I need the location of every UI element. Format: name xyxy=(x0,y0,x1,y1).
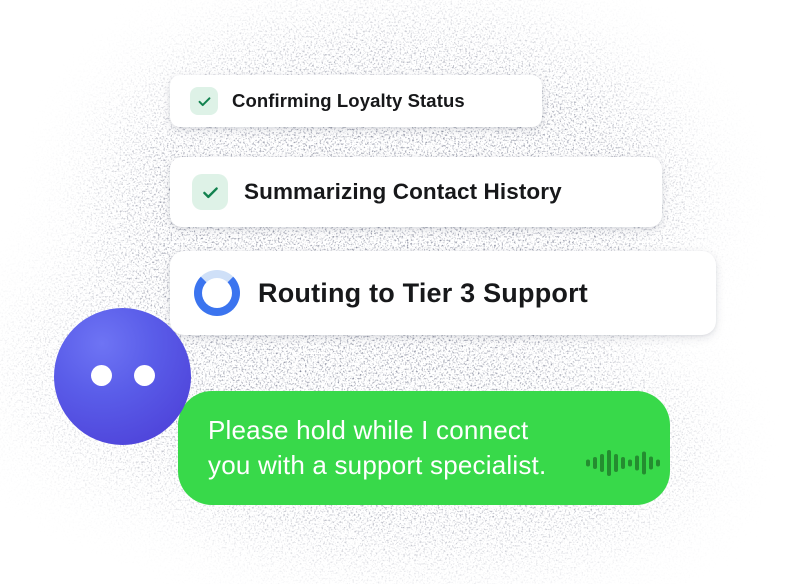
status-card-routing: Routing to Tier 3 Support xyxy=(170,251,716,335)
status-card-label: Routing to Tier 3 Support xyxy=(258,277,588,308)
bot-avatar xyxy=(54,308,191,445)
chat-message: Please hold while I connect you with a s… xyxy=(208,415,547,480)
audio-waveform-icon xyxy=(586,450,660,476)
status-card-loyalty: Confirming Loyalty Status xyxy=(170,75,542,127)
spinner-icon xyxy=(194,270,240,316)
bot-eye-left-icon xyxy=(91,365,112,386)
status-card-label: Confirming Loyalty Status xyxy=(232,90,465,111)
status-card-contact-history: Summarizing Contact History xyxy=(170,157,662,227)
checkmark-icon xyxy=(190,87,218,115)
checkmark-icon xyxy=(192,174,228,210)
chat-bubble: Please hold while I connect you with a s… xyxy=(178,391,670,505)
bot-eye-right-icon xyxy=(134,365,155,386)
status-card-label: Summarizing Contact History xyxy=(244,179,562,204)
chat-bubble-content: Please hold while I connect you with a s… xyxy=(208,413,664,483)
